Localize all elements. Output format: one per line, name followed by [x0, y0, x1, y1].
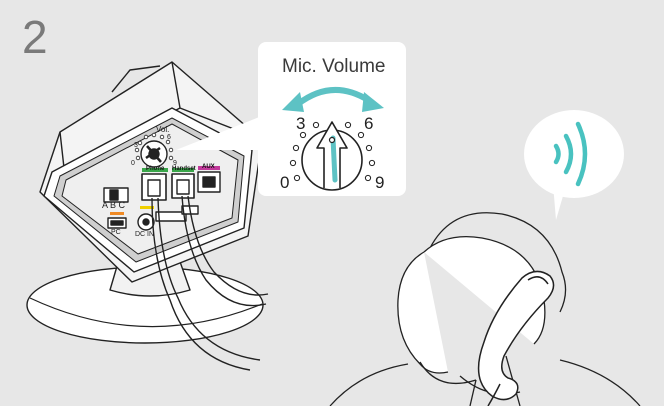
handset-port-label: Handset — [172, 166, 196, 172]
base-vol-tick-6: 6 — [167, 134, 171, 141]
mic-volume-tick-9: 9 — [375, 174, 384, 191]
mic-volume-title: Mic. Volume — [282, 56, 385, 78]
base-vol-label: Vol. — [156, 126, 169, 134]
base-vol-tick-3: 3 — [134, 142, 138, 149]
abc-switch-label: A B C — [102, 201, 125, 210]
phone-port-label: Phone — [146, 166, 164, 172]
mic-volume-tick-0: 0 — [280, 174, 289, 191]
mic-volume-tick-3: 3 — [296, 115, 305, 132]
dc-in-port-label: DC IN — [135, 231, 154, 238]
sound-bubble — [524, 110, 624, 220]
pc-port-tag — [110, 212, 124, 215]
mic-volume-tick-6: 6 — [364, 115, 373, 132]
pc-port-label: PC — [111, 229, 121, 236]
base-station — [27, 62, 268, 370]
aux-port-label: AUX — [202, 164, 215, 170]
base-vol-tick-0: 0 — [131, 160, 135, 167]
